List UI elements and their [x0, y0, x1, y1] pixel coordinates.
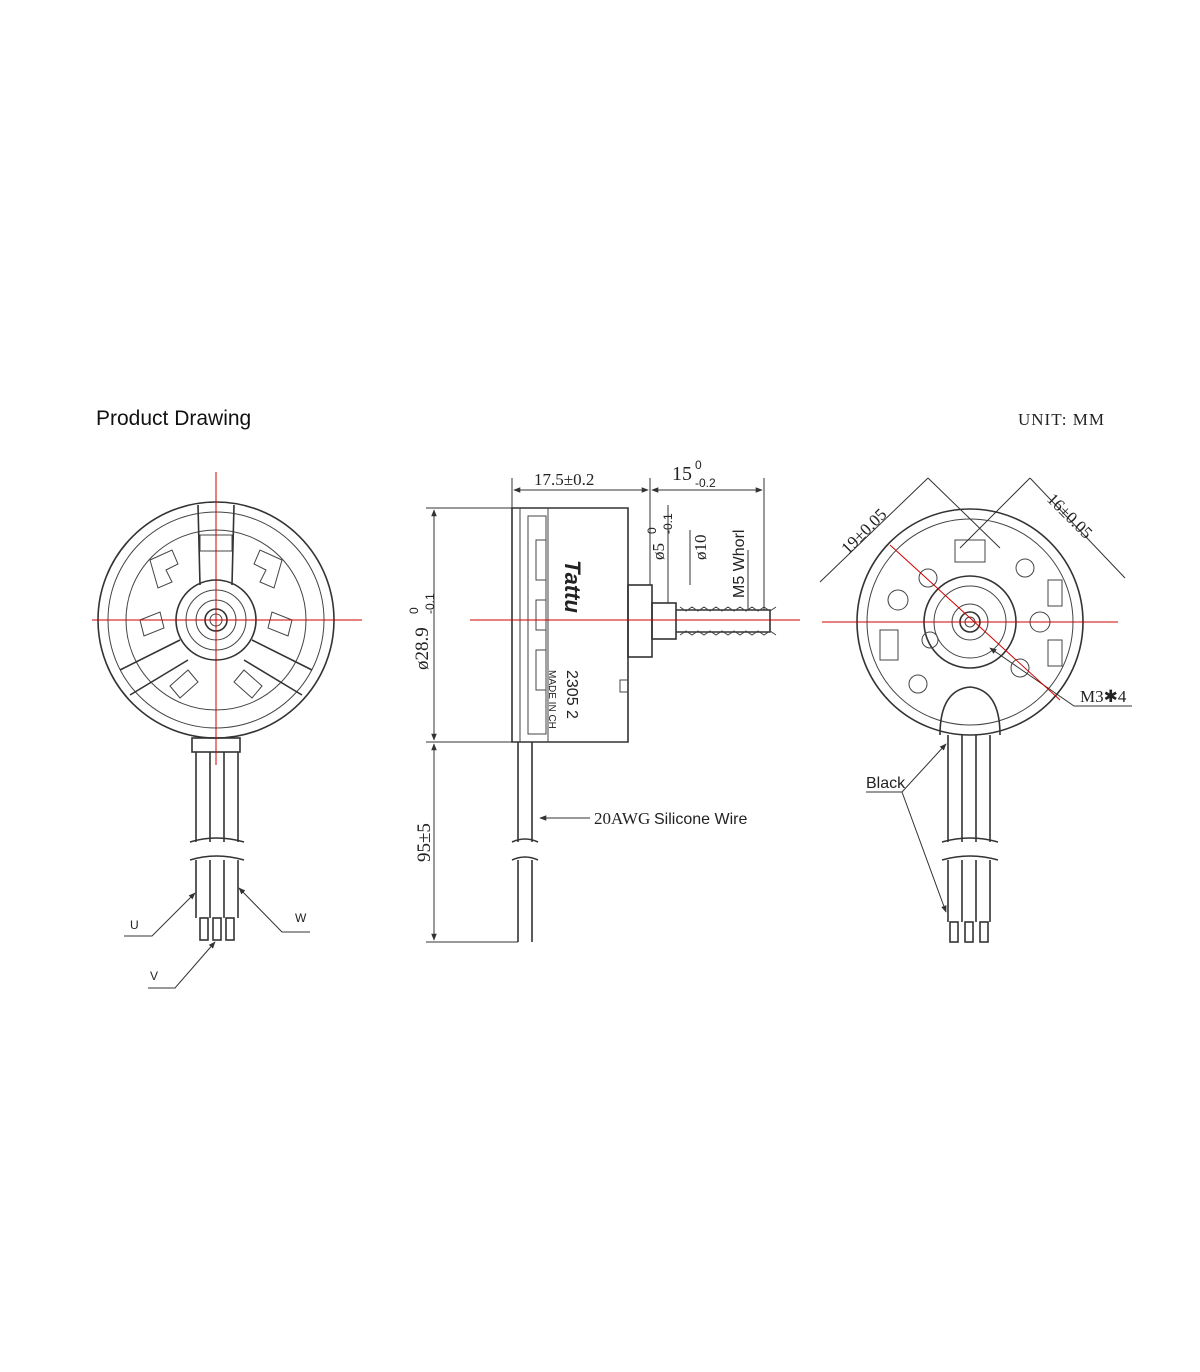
side-view: Tattu 2305 2 MADE IN CH 20AWG Silicone W…	[407, 458, 800, 943]
dim-shaft-length-sub: -0.2	[695, 476, 716, 490]
wire-type-label: Silicone Wire	[654, 811, 747, 828]
dim-mount-spacing-b: 16±0.05	[1043, 489, 1096, 542]
dim-body-diameter-sub: -0.1	[423, 593, 437, 614]
dim-shaft-diameter: ø5	[649, 543, 668, 560]
dim-wire-length: 95±5	[414, 823, 435, 862]
motor-brand: Tattu	[560, 560, 585, 614]
dim-body-diameter-sup: 0	[407, 607, 421, 614]
phase-w-label: W	[295, 911, 307, 925]
dim-body-length: 17.5±0.2	[534, 470, 594, 489]
wire-color-label: Black	[866, 775, 906, 792]
dim-shaft-diameter-sup: 0	[645, 527, 659, 534]
dim-shaft-length-sup: 0	[695, 458, 702, 472]
dim-thread: M5 Whorl	[731, 530, 748, 598]
dim-shaft-length: 15	[672, 463, 692, 485]
unit-label: UNIT: MM	[1018, 410, 1105, 429]
page-title: Product Drawing	[96, 407, 252, 430]
bottom-view: U V W	[92, 472, 362, 989]
dim-shaft-diameter-sub: -0.1	[661, 513, 675, 534]
motor-origin: MADE IN CH	[546, 670, 557, 729]
wire-gauge-label: 20AWG	[594, 809, 650, 828]
mount-view: Black M3✱4 19±0.05 16±0.05	[819, 477, 1132, 943]
phase-v-label: V	[150, 969, 158, 983]
motor-model: 2305 2	[563, 670, 580, 719]
dim-collar-diameter: ø10	[691, 535, 710, 561]
dim-body-diameter: ø28.9	[412, 627, 433, 670]
phase-u-label: U	[130, 918, 139, 932]
dim-mount-screws: M3✱4	[1080, 687, 1127, 706]
